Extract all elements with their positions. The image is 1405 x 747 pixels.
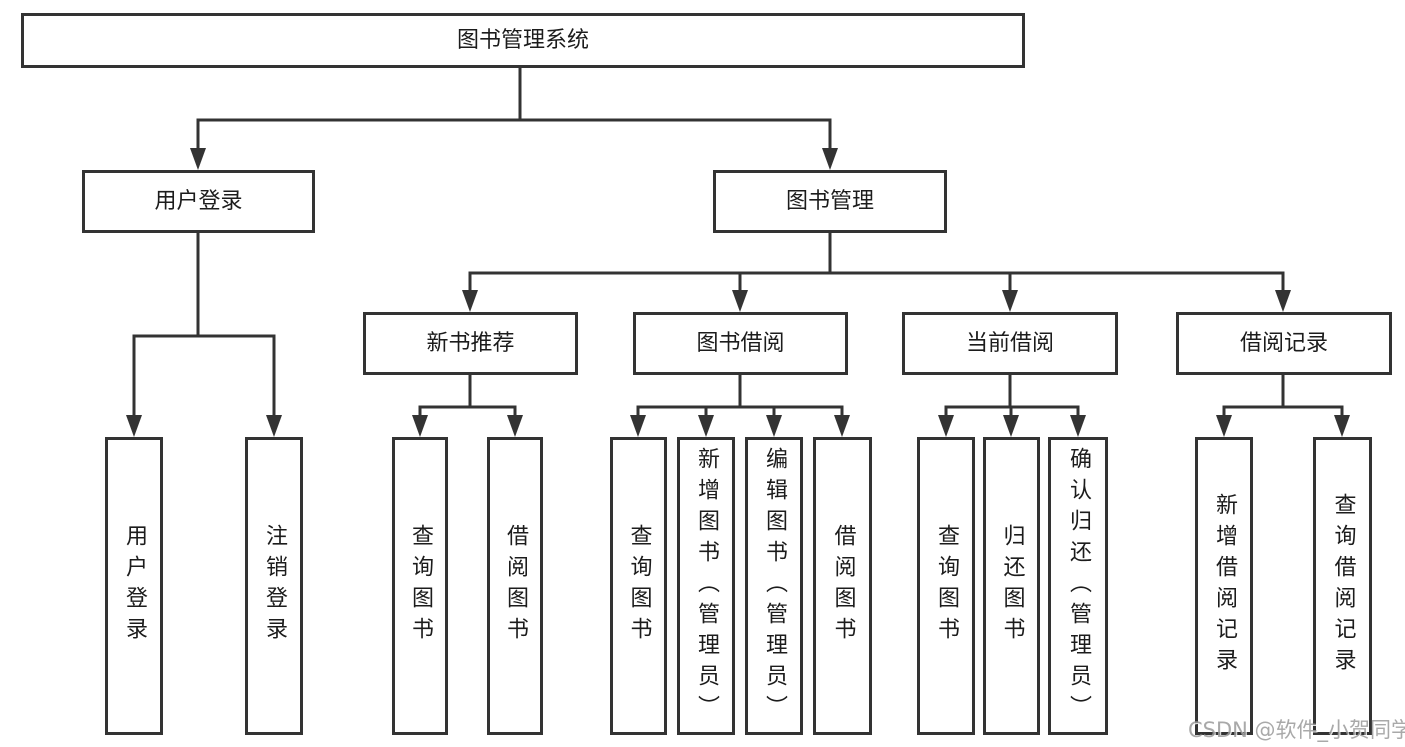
- node-current-borrow-label: 当前借阅: [965, 330, 1054, 356]
- node-current-borrow: 当前借阅: [902, 312, 1118, 375]
- node-book-management: 图书管理: [713, 170, 947, 233]
- leaf-newbook-borrow-books: 借阅图书: [487, 437, 543, 735]
- leaf-records-add-record-label: 新增借阅记录: [1212, 493, 1237, 679]
- node-new-book-recommend: 新书推荐: [363, 312, 578, 375]
- node-user-login-label: 用户登录: [154, 188, 243, 214]
- leaf-user-login: 用户登录: [105, 437, 163, 735]
- leaf-newbook-query-books: 查询图书: [392, 437, 448, 735]
- leaf-logout-label: 注销登录: [262, 524, 287, 648]
- leaf-borrow-add-books-admin: 新增图书（管理员）: [677, 437, 735, 735]
- leaf-current-return-books-label: 归还图书: [999, 524, 1025, 648]
- node-root-label: 图书管理系统: [456, 27, 589, 53]
- leaf-newbook-borrow-books-label: 借阅图书: [503, 524, 528, 648]
- leaf-current-query-books-label: 查询图书: [934, 524, 959, 648]
- node-borrow-records: 借阅记录: [1176, 312, 1392, 375]
- node-book-borrow-label: 图书借阅: [696, 330, 785, 356]
- leaf-borrow-query-books: 查询图书: [610, 437, 667, 735]
- node-new-book-recommend-label: 新书推荐: [426, 330, 515, 356]
- leaf-borrow-borrow-books: 借阅图书: [813, 437, 872, 735]
- leaf-borrow-query-books-label: 查询图书: [626, 524, 652, 648]
- node-book-management-label: 图书管理: [785, 188, 874, 214]
- node-user-login: 用户登录: [82, 170, 315, 233]
- connector-lines: [132, 66, 1344, 424]
- leaf-current-return-books: 归还图书: [983, 437, 1040, 735]
- node-book-borrow: 图书借阅: [633, 312, 848, 375]
- leaf-borrow-add-books-admin-label: 新增图书（管理员）: [694, 446, 719, 726]
- leaf-current-confirm-return-admin-label: 确认归还（管理员）: [1066, 446, 1091, 726]
- leaf-logout: 注销登录: [245, 437, 303, 735]
- leaf-current-confirm-return-admin: 确认归还（管理员）: [1048, 437, 1108, 735]
- leaf-current-query-books: 查询图书: [917, 437, 975, 735]
- leaf-borrow-borrow-books-label: 借阅图书: [830, 524, 856, 648]
- leaf-borrow-edit-books-admin: 编辑图书（管理员）: [745, 437, 803, 735]
- leaf-records-query-record: 查询借阅记录: [1313, 437, 1372, 735]
- leaf-records-add-record: 新增借阅记录: [1195, 437, 1253, 735]
- node-borrow-records-label: 借阅记录: [1239, 330, 1328, 356]
- leaf-newbook-query-books-label: 查询图书: [408, 524, 433, 648]
- node-root-system: 图书管理系统: [21, 13, 1025, 68]
- leaf-records-query-record-label: 查询借阅记录: [1330, 493, 1356, 679]
- csdn-watermark: CSDN @软件_小贺同学: [1188, 718, 1405, 742]
- connector-arrowheads: [126, 148, 1350, 437]
- leaf-borrow-edit-books-admin-label: 编辑图书（管理员）: [762, 446, 787, 726]
- leaf-user-login-label: 用户登录: [122, 524, 147, 648]
